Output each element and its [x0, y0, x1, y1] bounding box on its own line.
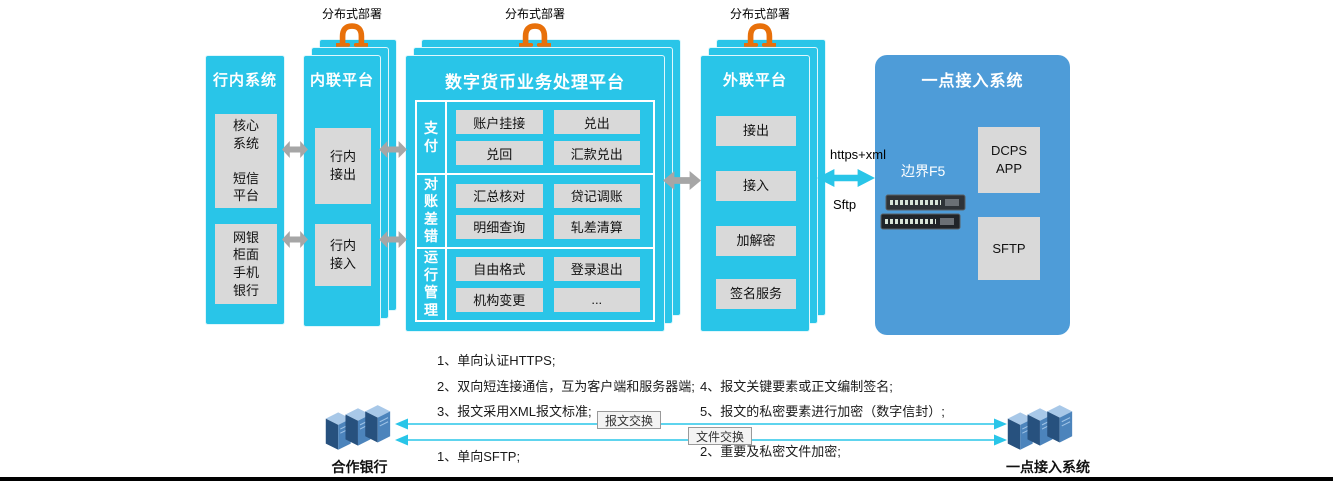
module-box: 登录退出 — [553, 256, 640, 281]
dcp-row-reconciliation: 对账差错 汇总核对 贷记调账 明细查询 轧差清算 — [417, 173, 653, 247]
external-platform: 外联平台 接出 接入 加解密 签名服务 — [700, 39, 826, 332]
double-arrow-inbank-internal-top — [282, 141, 308, 158]
double-arrow-dcp-external — [663, 171, 701, 190]
deployment-label-external: 分布式部署 — [729, 7, 790, 21]
note-line: 1、单向认证HTTPS; — [437, 353, 556, 368]
onepoint-panel: 一点接入系统 边界F5 DCPS APP SFTP — [875, 55, 1070, 335]
crypto-box: 加解密 — [716, 226, 796, 256]
server-cluster-icon — [325, 405, 391, 450]
file-exchange-badge: 文件交换 — [688, 427, 752, 445]
external-in-box: 接入 — [716, 171, 796, 201]
module-box: 自由格式 — [456, 256, 543, 281]
inbank-title: 行内系统 — [212, 72, 277, 89]
internal-platform-title: 内联平台 — [309, 72, 374, 89]
dcp-row-payment-label: 支付 — [417, 102, 447, 174]
msg-exchange-badge: 报文交换 — [597, 411, 661, 429]
deployment-label-dcp: 分布式部署 — [504, 7, 565, 21]
dcp-row-reconciliation-grid: 汇总核对 贷记调账 明细查询 轧差清算 — [447, 175, 653, 246]
module-box: ... — [553, 287, 640, 312]
core-sms-box: 核心 系统 短信 平台 — [215, 114, 277, 208]
server-cluster-icon — [1007, 405, 1073, 450]
left-entity-label: 合作银行 — [331, 459, 388, 475]
note-line: 1、单向SFTP; — [437, 449, 521, 464]
deployment-label-internal: 分布式部署 — [321, 7, 382, 21]
internal-in-box: 行内 接入 — [315, 224, 371, 286]
internal-out-box: 行内 接出 — [315, 128, 371, 204]
module-box: 机构变更 — [456, 287, 543, 312]
module-box: 兑回 — [456, 141, 543, 166]
note-line: 3、报文采用XML报文标准; — [437, 404, 592, 419]
deployment-clamp-icon — [744, 23, 776, 47]
double-arrow-external-onepoint — [817, 169, 875, 187]
dcp-row-operations: 运行管理 自由格式 登录退出 机构变更 ... — [417, 246, 653, 320]
module-box: 账户挂接 — [456, 110, 543, 135]
signature-box: 签名服务 — [716, 279, 796, 309]
protocol-https-label: https+xml — [830, 147, 886, 162]
external-platform-title: 外联平台 — [722, 72, 787, 89]
note-line: 2、双向短连接通信，互为客户端和服务器端; — [437, 379, 695, 394]
double-arrow-internal-dcp-bottom — [379, 231, 407, 248]
deployment-clamp-icon — [519, 23, 551, 47]
right-entity-label: 一点接入系统 — [1006, 459, 1090, 475]
dcp-platform: 数字货币业务处理平台 支付 账户挂接 兑出 兑回 汇款兑出 对账差错 汇总核对 … — [405, 39, 681, 332]
module-box: 贷记调账 — [553, 183, 640, 208]
dcp-platform-body: 数字货币业务处理平台 支付 账户挂接 兑出 兑回 汇款兑出 对账差错 汇总核对 … — [405, 55, 665, 332]
internal-platform-body: 内联平台 行内 接出 行内 接入 — [303, 55, 381, 327]
double-arrow-internal-dcp-top — [379, 141, 407, 158]
module-box: 轧差清算 — [553, 214, 640, 239]
note-line: 5、报文的私密要素进行加密（数字信封）; — [700, 404, 945, 419]
dcp-row-operations-grid: 自由格式 登录退出 机构变更 ... — [447, 249, 653, 320]
dcp-row-reconciliation-label: 对账差错 — [417, 175, 447, 247]
dcps-app-box: DCPS APP — [978, 127, 1040, 193]
external-out-box: 接出 — [716, 116, 796, 146]
internal-platform: 内联平台 行内 接出 行内 接入 — [303, 39, 397, 327]
double-arrow-inbank-internal-bottom — [282, 231, 308, 248]
dcp-row-operations-label: 运行管理 — [417, 248, 447, 320]
inbank-panel-body: 行内系统 核心 系统 短信 平台 网银 柜面 手机 银行 — [205, 55, 285, 325]
bottom-border-bar — [0, 477, 1333, 481]
inbank-panel: 行内系统 核心 系统 短信 平台 网银 柜面 手机 银行 — [205, 55, 285, 325]
ebank-counter-box: 网银 柜面 手机 银行 — [215, 224, 277, 304]
module-box: 明细查询 — [456, 214, 543, 239]
border-f5-label: 边界F5 — [901, 163, 946, 179]
onepoint-title: 一点接入系统 — [921, 73, 1024, 90]
note-line: 2、重要及私密文件加密; — [700, 444, 841, 459]
network-switch-icon — [880, 194, 966, 230]
protocol-sftp-label: Sftp — [833, 197, 857, 212]
dcp-modules: 支付 账户挂接 兑出 兑回 汇款兑出 对账差错 汇总核对 贷记调账 明细查询 轧… — [415, 100, 655, 322]
onepoint-sftp-box: SFTP — [978, 217, 1040, 280]
dcp-row-payment: 支付 账户挂接 兑出 兑回 汇款兑出 — [417, 102, 653, 174]
dcp-platform-title: 数字货币业务处理平台 — [445, 73, 625, 92]
module-box: 兑出 — [553, 110, 640, 135]
module-box: 汇款兑出 — [553, 141, 640, 166]
note-line: 4、报文关键要素或正文编制签名; — [700, 379, 893, 394]
deployment-clamp-icon — [336, 23, 368, 47]
external-platform-body: 外联平台 接出 接入 加解密 签名服务 — [700, 55, 810, 332]
module-box: 汇总核对 — [456, 183, 543, 208]
dcp-row-payment-grid: 账户挂接 兑出 兑回 汇款兑出 — [447, 102, 653, 173]
